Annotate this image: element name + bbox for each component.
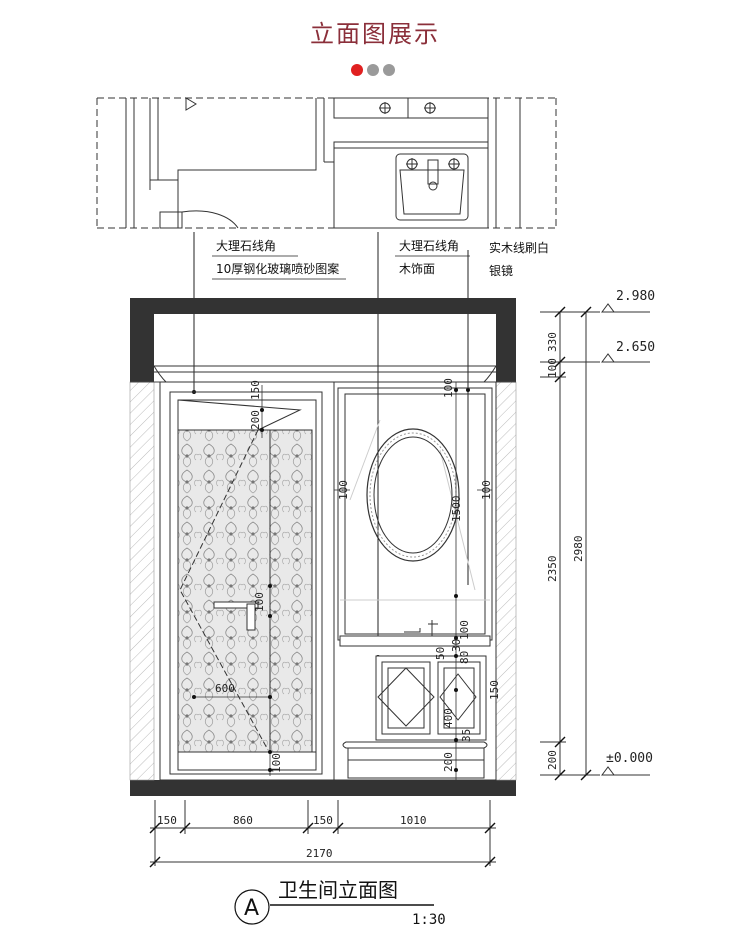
annotation-marble-molding-mid: 大理石线角 [399, 239, 459, 253]
bottom-dim-ticks [149, 822, 496, 868]
pager-dot-active[interactable] [351, 64, 363, 76]
dim-cab-30: 30 [450, 639, 463, 652]
dim-mirror-100-right: 100 [480, 480, 493, 500]
dim-cab-150: 150 [488, 680, 501, 700]
dim-bottom-150b: 150 [313, 814, 333, 827]
dim-cab-100: 100 [458, 620, 471, 640]
dim-door-200: 200 [249, 410, 262, 430]
annotation-marble-molding-left: 大理石线角 [216, 239, 276, 253]
drawing-scale: 1:30 [412, 912, 446, 928]
dim-door-600: 600 [215, 682, 235, 695]
pager-dot-2[interactable] [367, 64, 379, 76]
dim-bottom-1010: 1010 [400, 814, 427, 827]
dim-door-bottom-100: 100 [270, 753, 283, 773]
section-badge-letter: A [244, 896, 259, 921]
dim-mirror-100-left: 100 [337, 480, 350, 500]
leader-dot [466, 388, 470, 392]
annotation-silver-mirror: 银镜 [489, 263, 513, 278]
dim-door-handle-100: 100 [253, 592, 266, 612]
right-dim-ticks [554, 306, 592, 781]
pager-dot-3[interactable] [383, 64, 395, 76]
section-badge [234, 889, 270, 925]
dim-bottom-150a: 150 [157, 814, 177, 827]
level-top: 2.980 [616, 289, 655, 304]
plan-view-partial [96, 97, 557, 229]
dim-2980: 2980 [572, 536, 585, 563]
dim-cab-400: 400 [442, 708, 455, 728]
drawing-title: 卫生间立面图 [278, 878, 398, 902]
drawing-title-block: A 卫生间立面图 1:30 [234, 878, 446, 928]
vanity-wall [333, 381, 497, 781]
room-section [129, 298, 517, 796]
annotation-glass-pattern: 10厚钢化玻璃喷砂图案 [216, 261, 339, 276]
dim-cab-80: 80 [458, 651, 471, 664]
dim-cab-50: 50 [434, 647, 447, 660]
dim-100: 100 [546, 358, 559, 378]
dim-2350: 2350 [546, 556, 559, 583]
pager-dots [351, 64, 395, 76]
dim-mirror-100-top: 100 [442, 378, 455, 398]
dim-bottom-860: 860 [233, 814, 253, 827]
dim-200: 200 [546, 750, 559, 770]
page-title: 立面图展示 [310, 20, 440, 48]
level-ceiling: 2.650 [616, 340, 655, 355]
annotation-white-wood-trim: 实木线刷白 [489, 240, 549, 255]
dim-330: 330 [546, 332, 559, 352]
dim-bottom-2170: 2170 [306, 847, 333, 860]
shower-door [159, 381, 335, 781]
inner-dim-ticks [192, 388, 458, 772]
dim-door-150: 150 [249, 380, 262, 400]
right-dim-chain [540, 303, 650, 776]
level-floor: ±0.000 [606, 751, 653, 766]
dim-mirror-1500: 1500 [450, 496, 463, 523]
dim-cab-35: 35 [460, 729, 473, 742]
annotation-wood-veneer: 木饰面 [399, 262, 435, 276]
crown-molding [153, 365, 497, 383]
dim-cab-200: 200 [442, 752, 455, 772]
